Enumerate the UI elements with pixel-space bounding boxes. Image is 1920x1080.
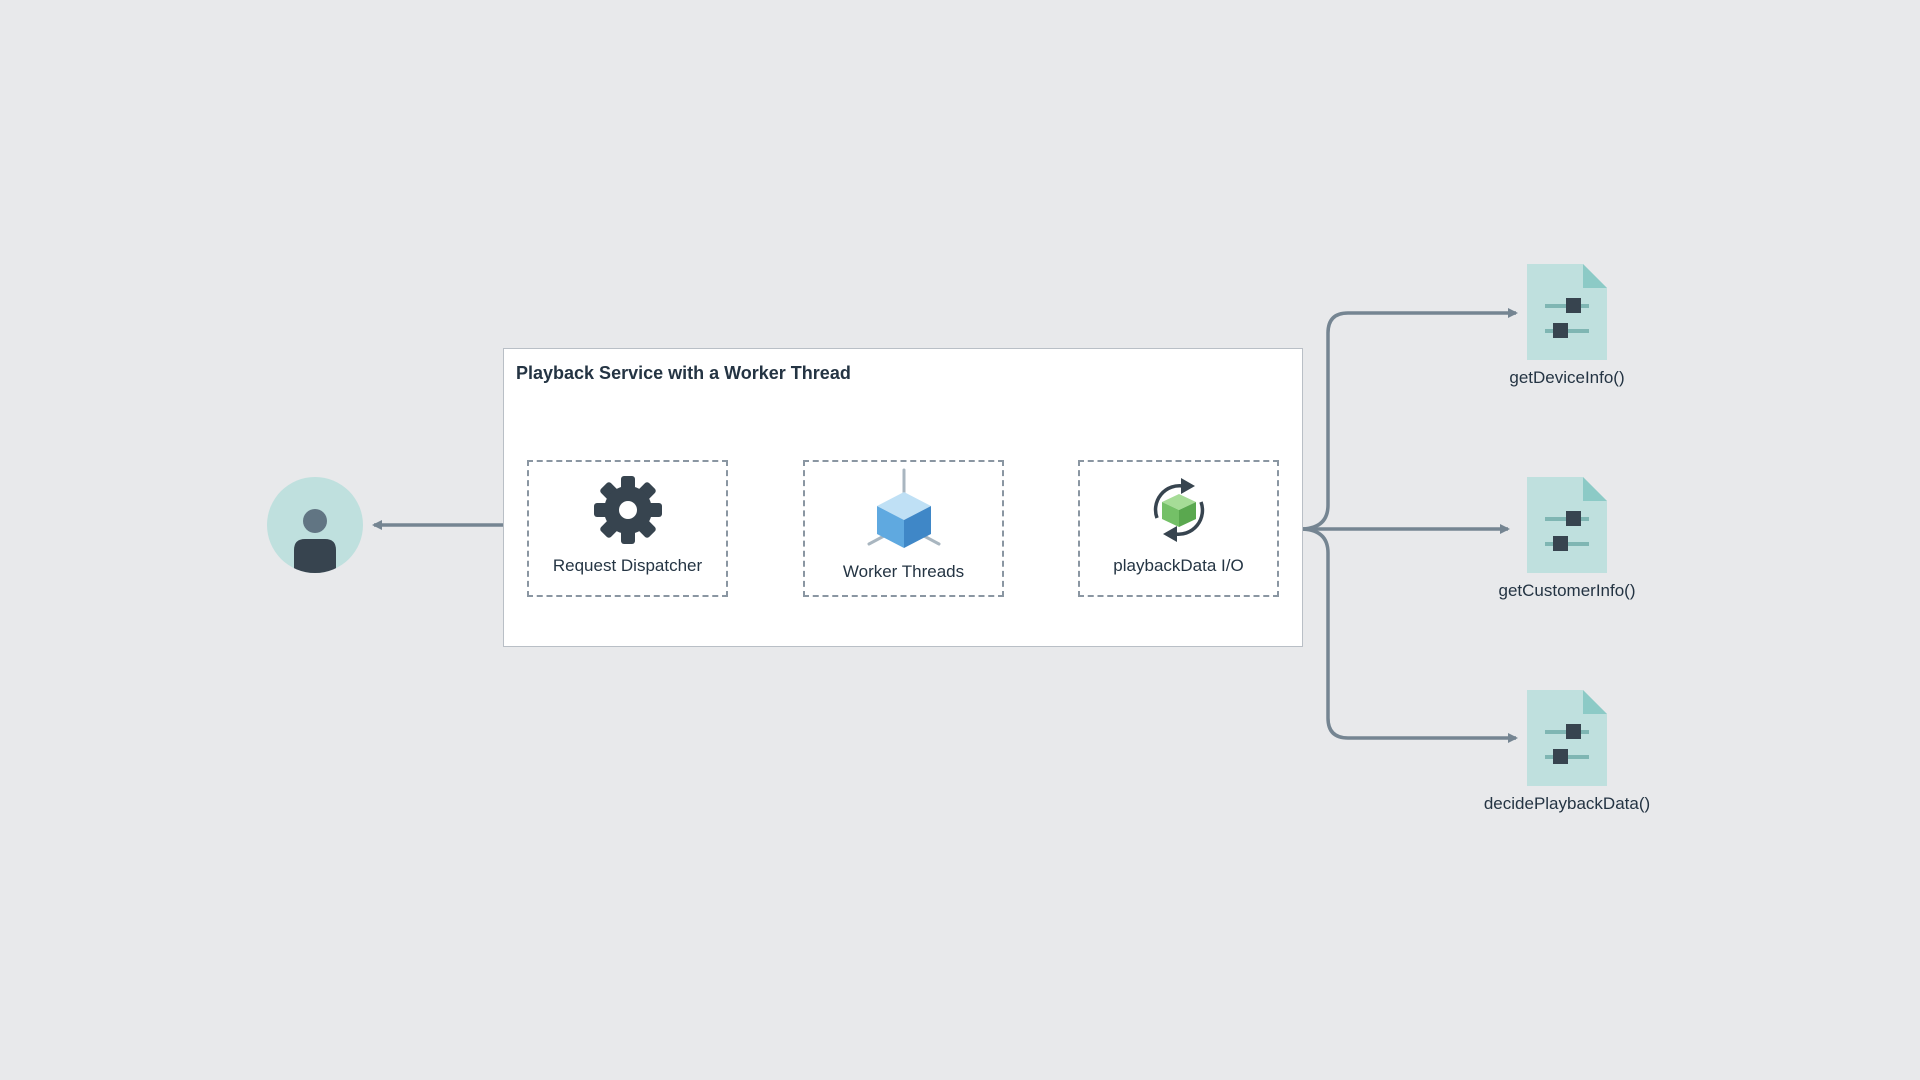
endpoint-label: getCustomerInfo() [1498, 581, 1636, 600]
worker-threads-label: Worker Threads [842, 562, 965, 581]
endpoint-get-device-info[interactable]: getDeviceInfo() [1457, 264, 1677, 388]
endpoint-decide-playback-data[interactable]: decidePlaybackData() [1457, 690, 1677, 814]
endpoint-get-customer-info[interactable]: getCustomerInfo() [1457, 477, 1677, 601]
worker-threads-node[interactable]: Worker Threads [803, 460, 1004, 597]
sync-icon [1153, 478, 1204, 542]
io-playback-arrow [1299, 527, 1518, 743]
endpoint-label: decidePlaybackData() [1483, 794, 1651, 813]
settings-document-icon [1527, 264, 1607, 360]
user-avatar[interactable] [267, 477, 363, 573]
request-dispatcher-label: Request Dispatcher [552, 556, 703, 575]
service-title: Playback Service with a Worker Thread [516, 363, 851, 383]
request-dispatcher-node[interactable]: Request Dispatcher [527, 460, 728, 597]
gear-icon [593, 476, 662, 544]
user-icon [294, 509, 336, 573]
settings-document-icon [1527, 477, 1607, 573]
playback-data-io-node[interactable]: playbackData I/O [1078, 460, 1279, 597]
playback-data-io-label: playbackData I/O [1113, 556, 1244, 575]
cube-icon [867, 468, 940, 548]
io-device-arrow [1299, 308, 1518, 531]
settings-document-icon [1527, 690, 1607, 786]
endpoint-label: getDeviceInfo() [1509, 368, 1625, 387]
